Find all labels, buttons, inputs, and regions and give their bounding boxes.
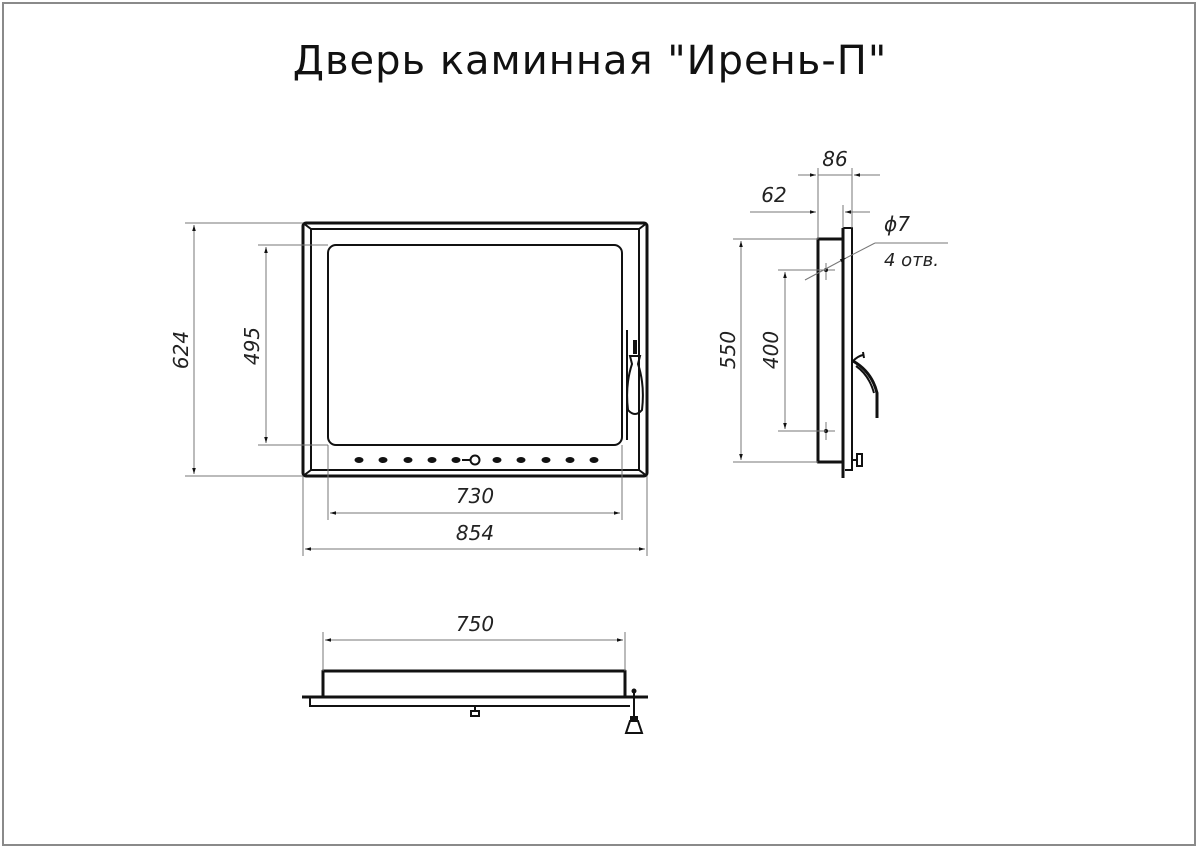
dim-label-495: 495 bbox=[240, 327, 264, 365]
dim-hole-diameter: ϕ7 4 отв. bbox=[804, 212, 948, 281]
dim-top-width: 750 bbox=[322, 612, 626, 671]
dim-box-height: 550 bbox=[716, 238, 818, 463]
top-box-body bbox=[321, 669, 627, 697]
side-box-body bbox=[816, 237, 843, 464]
handle-icon bbox=[626, 330, 644, 440]
front-view: 624 495 730 854 bbox=[169, 221, 649, 556]
dim-depth-total: 86 bbox=[798, 147, 880, 239]
dim-label-550: 550 bbox=[716, 331, 740, 369]
dim-overall-height: 624 bbox=[169, 222, 303, 477]
front-outer-frame bbox=[301, 221, 649, 478]
dim-hole-spacing: 400 bbox=[759, 269, 826, 432]
dim-overall-width: 854 bbox=[302, 476, 648, 556]
glass-window bbox=[327, 244, 623, 446]
dim-glass-width: 730 bbox=[327, 445, 623, 520]
dim-label-62: 62 bbox=[761, 183, 786, 207]
vent-holes bbox=[354, 457, 599, 463]
dim-label-diameter: ϕ7 bbox=[884, 212, 910, 236]
drawing-title: Дверь каминная "Ирень-П" bbox=[293, 38, 888, 84]
dim-label-854: 854 bbox=[456, 521, 494, 545]
front-inner-frame bbox=[310, 228, 640, 471]
dim-label-730: 730 bbox=[456, 484, 494, 508]
top-center-knob-icon bbox=[470, 706, 480, 717]
dim-glass-height: 495 bbox=[240, 244, 328, 446]
air-damper-knob-icon bbox=[462, 454, 481, 466]
side-view: 86 62 ϕ7 4 отв. 550 400 bbox=[716, 147, 948, 478]
dim-label-hole-count: 4 отв. bbox=[884, 250, 939, 271]
dim-label-624: 624 bbox=[169, 331, 193, 369]
top-view: 750 bbox=[302, 612, 648, 734]
side-handle-icon bbox=[852, 351, 879, 418]
dim-label-750: 750 bbox=[456, 612, 494, 636]
side-knob-icon bbox=[852, 453, 863, 467]
dim-label-86: 86 bbox=[822, 147, 847, 171]
dim-depth-box: 62 bbox=[750, 183, 870, 228]
top-handle-knob-icon bbox=[624, 688, 644, 734]
dim-label-400: 400 bbox=[759, 331, 783, 369]
